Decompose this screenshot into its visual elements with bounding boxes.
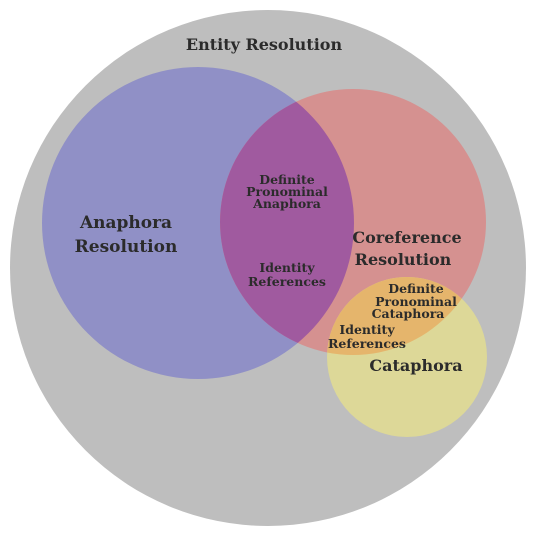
definite-pronominal-cataphora-line2: Pronominal	[375, 294, 457, 309]
entity-resolution-label: Entity Resolution	[186, 35, 343, 54]
anaphora-resolution-label-line2: Resolution	[75, 237, 178, 257]
identity-references-anaphora-line1: Identity	[259, 260, 315, 275]
identity-references-cataphora-line1: Identity	[339, 322, 395, 337]
identity-references-anaphora-line2: References	[248, 274, 326, 289]
identity-references-cataphora-line2: References	[328, 336, 406, 351]
coreference-resolution-label-line1: Coreference	[352, 228, 461, 247]
coreference-resolution-label-line2: Resolution	[355, 250, 452, 269]
anaphora-resolution-label-line1: Anaphora	[79, 213, 172, 233]
definite-pronominal-cataphora-line1: Definite	[388, 281, 443, 296]
cataphora-label: Cataphora	[369, 356, 462, 375]
definite-pronominal-cataphora-line3: Cataphora	[372, 306, 445, 321]
anaphora-coreference-overlap	[220, 89, 354, 355]
definite-pronominal-anaphora-line1: Definite	[259, 172, 314, 187]
definite-pronominal-anaphora-line3: Anaphora	[252, 196, 321, 211]
definite-pronominal-anaphora-line2: Pronominal	[246, 184, 328, 199]
